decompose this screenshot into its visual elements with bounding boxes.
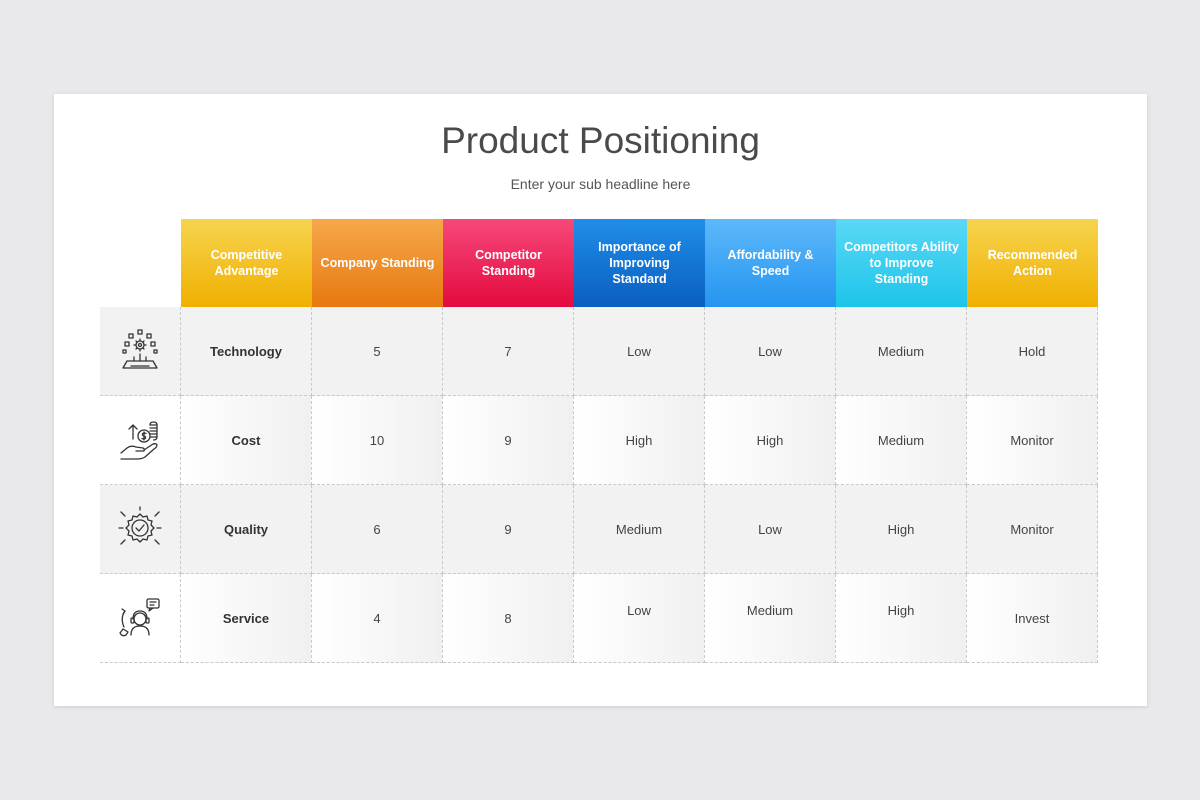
table-cell: Low	[574, 307, 705, 396]
table-cell: Invest	[967, 574, 1098, 663]
table-cell: Low	[705, 307, 836, 396]
table-cell: High	[836, 574, 967, 663]
cell-text: Low	[627, 602, 651, 618]
table-cell: 10	[312, 396, 443, 485]
cell-text: Medium	[746, 602, 794, 618]
header-affordability-speed: Affordability & Speed	[705, 219, 836, 307]
technology-icon	[122, 329, 158, 369]
header-company-standing: Company Standing	[312, 219, 443, 307]
table-cell: Cost	[181, 396, 312, 485]
header-importance-of-improving-standard: Importance of Improving Standard	[574, 219, 705, 307]
row-icon-cell	[100, 574, 181, 663]
table-cell: 6	[312, 485, 443, 574]
page-title: Product Positioning	[441, 120, 760, 161]
table-cell: Low	[574, 574, 705, 663]
table-cell: Technology	[181, 307, 312, 396]
quality-icon	[118, 506, 162, 545]
table-cell: Quality	[181, 485, 312, 574]
table-cell: Low	[705, 485, 836, 574]
service-icon	[119, 598, 160, 637]
row-icon-cell	[100, 396, 181, 485]
table-cell: Service	[181, 574, 312, 663]
table-cell: 9	[443, 485, 574, 574]
page-subtitle: Enter your sub headline here	[510, 176, 691, 192]
cell-text: High	[887, 602, 915, 618]
table-cell: High	[836, 485, 967, 574]
table-cell: Medium	[836, 307, 967, 396]
header-recommended-action: Recommended Action	[967, 219, 1098, 307]
table-cell: 4	[312, 574, 443, 663]
table-cell: 9	[443, 396, 574, 485]
table-cell: Medium	[574, 485, 705, 574]
table-cell: Medium	[836, 396, 967, 485]
header-competitive-advantage: Competitive Advantage	[181, 219, 312, 307]
table-cell: Hold	[967, 307, 1098, 396]
row-icon-cell	[100, 485, 181, 574]
table-cell: 8	[443, 574, 574, 663]
table-cell: Monitor	[967, 485, 1098, 574]
cost-icon	[120, 421, 158, 460]
table-cell: High	[705, 396, 836, 485]
table-cell: Medium	[705, 574, 836, 663]
slide: Product Positioning Enter your sub headl…	[54, 94, 1147, 706]
table-cell: 5	[312, 307, 443, 396]
row-icon-cell	[100, 307, 181, 396]
header-competitor-standing: Competitor Standing	[443, 219, 574, 307]
table-cell: High	[574, 396, 705, 485]
header-competitors-ability: Competitors Ability to Improve Standing	[836, 219, 967, 307]
table-cell: Monitor	[967, 396, 1098, 485]
table-cell: 7	[443, 307, 574, 396]
